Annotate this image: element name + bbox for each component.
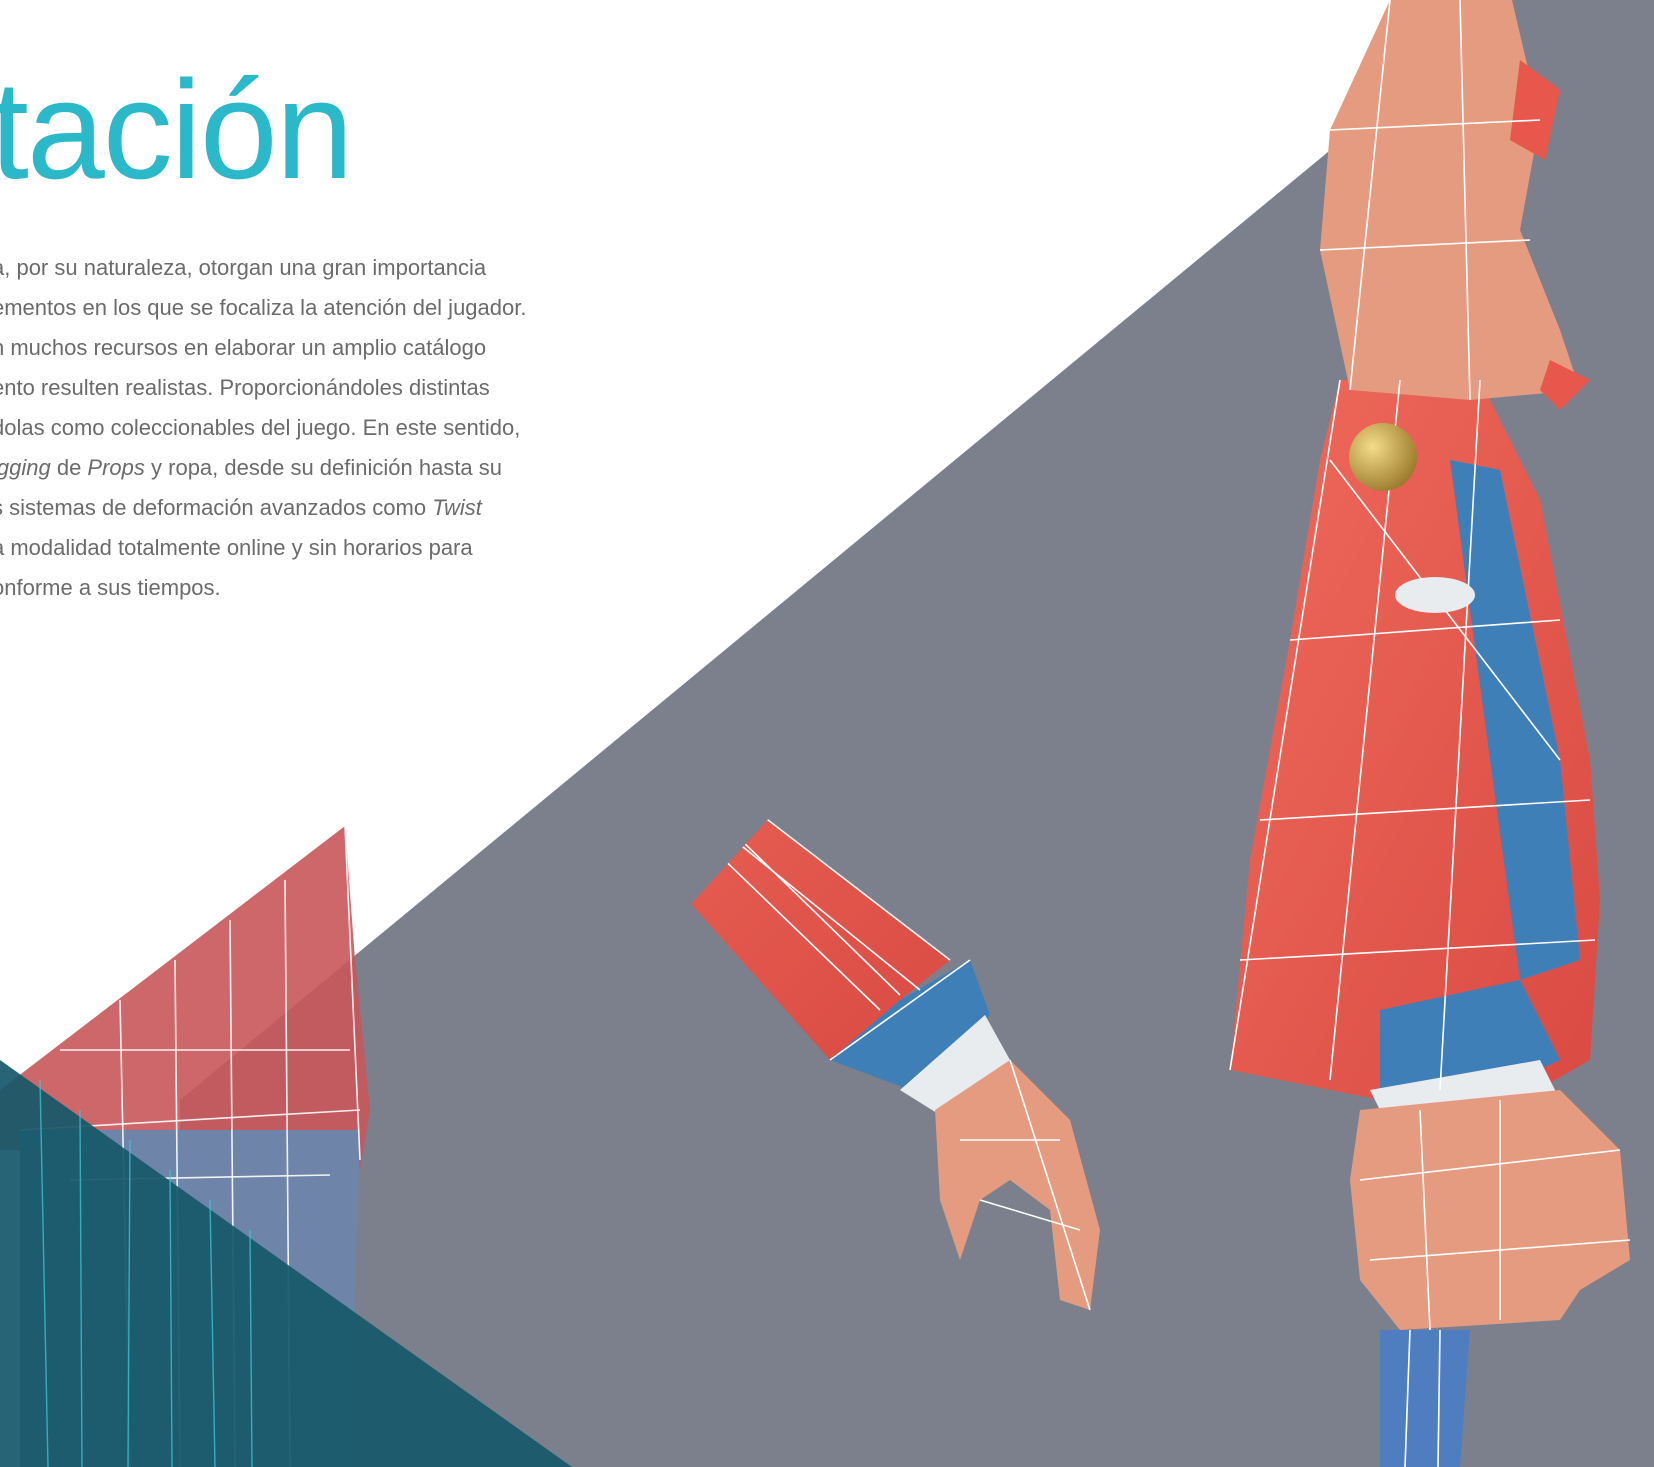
body-text-run: Twist xyxy=(432,495,482,520)
body-text-run: a, por su naturaleza, otorgan una gran i… xyxy=(0,255,487,280)
body-line: dolas como coleccionables del juego. En … xyxy=(0,408,592,448)
body-line: ento resulten realistas. Proporcionándol… xyxy=(0,368,592,408)
body-text-run: n muchos recursos en elaborar un amplio … xyxy=(0,335,487,360)
body-text-run: ento resulten realistas. Proporcionándol… xyxy=(0,375,490,400)
body-line: s sistemas de deformación avanzados como… xyxy=(0,488,592,528)
body-line: onforme a sus tiempos. xyxy=(0,568,592,608)
body-line: a modalidad totalmente online y sin hora… xyxy=(0,528,592,568)
shoulder-button xyxy=(1349,423,1417,491)
body-text-run: onforme a sus tiempos. xyxy=(0,575,221,600)
body-text-run: Props xyxy=(87,455,145,480)
body-text-run: dolas como coleccionables del juego. En … xyxy=(0,415,521,440)
teal-corner-triangle xyxy=(0,1060,572,1467)
body-text-run: ementos en los que se focaliza la atenci… xyxy=(0,295,527,320)
torso xyxy=(1229,0,1631,1467)
body-text-run: a modalidad totalmente online y sin hora… xyxy=(0,535,473,560)
body-line: a, por su naturaleza, otorgan una gran i… xyxy=(0,248,592,288)
body-text-run: igging xyxy=(0,455,51,480)
body-line: ementos en los que se focaliza la atenci… xyxy=(0,288,592,328)
body-text-run: de xyxy=(50,455,88,480)
body-text-run: y ropa, desde su definición hasta su xyxy=(144,455,503,480)
body-text-run: s sistemas de deformación avanzados como xyxy=(0,495,433,520)
body-paragraph: a, por su naturaleza, otorgan una gran i… xyxy=(0,248,592,608)
gray-diagonal-panel xyxy=(180,0,1654,1467)
body-line: igging de Props y ropa, desde su definic… xyxy=(0,448,592,488)
page-title: tación xyxy=(0,51,354,208)
teal-wire-lines xyxy=(39,1079,253,1467)
body-line: n muchos recursos en elaborar un amplio … xyxy=(0,328,592,368)
